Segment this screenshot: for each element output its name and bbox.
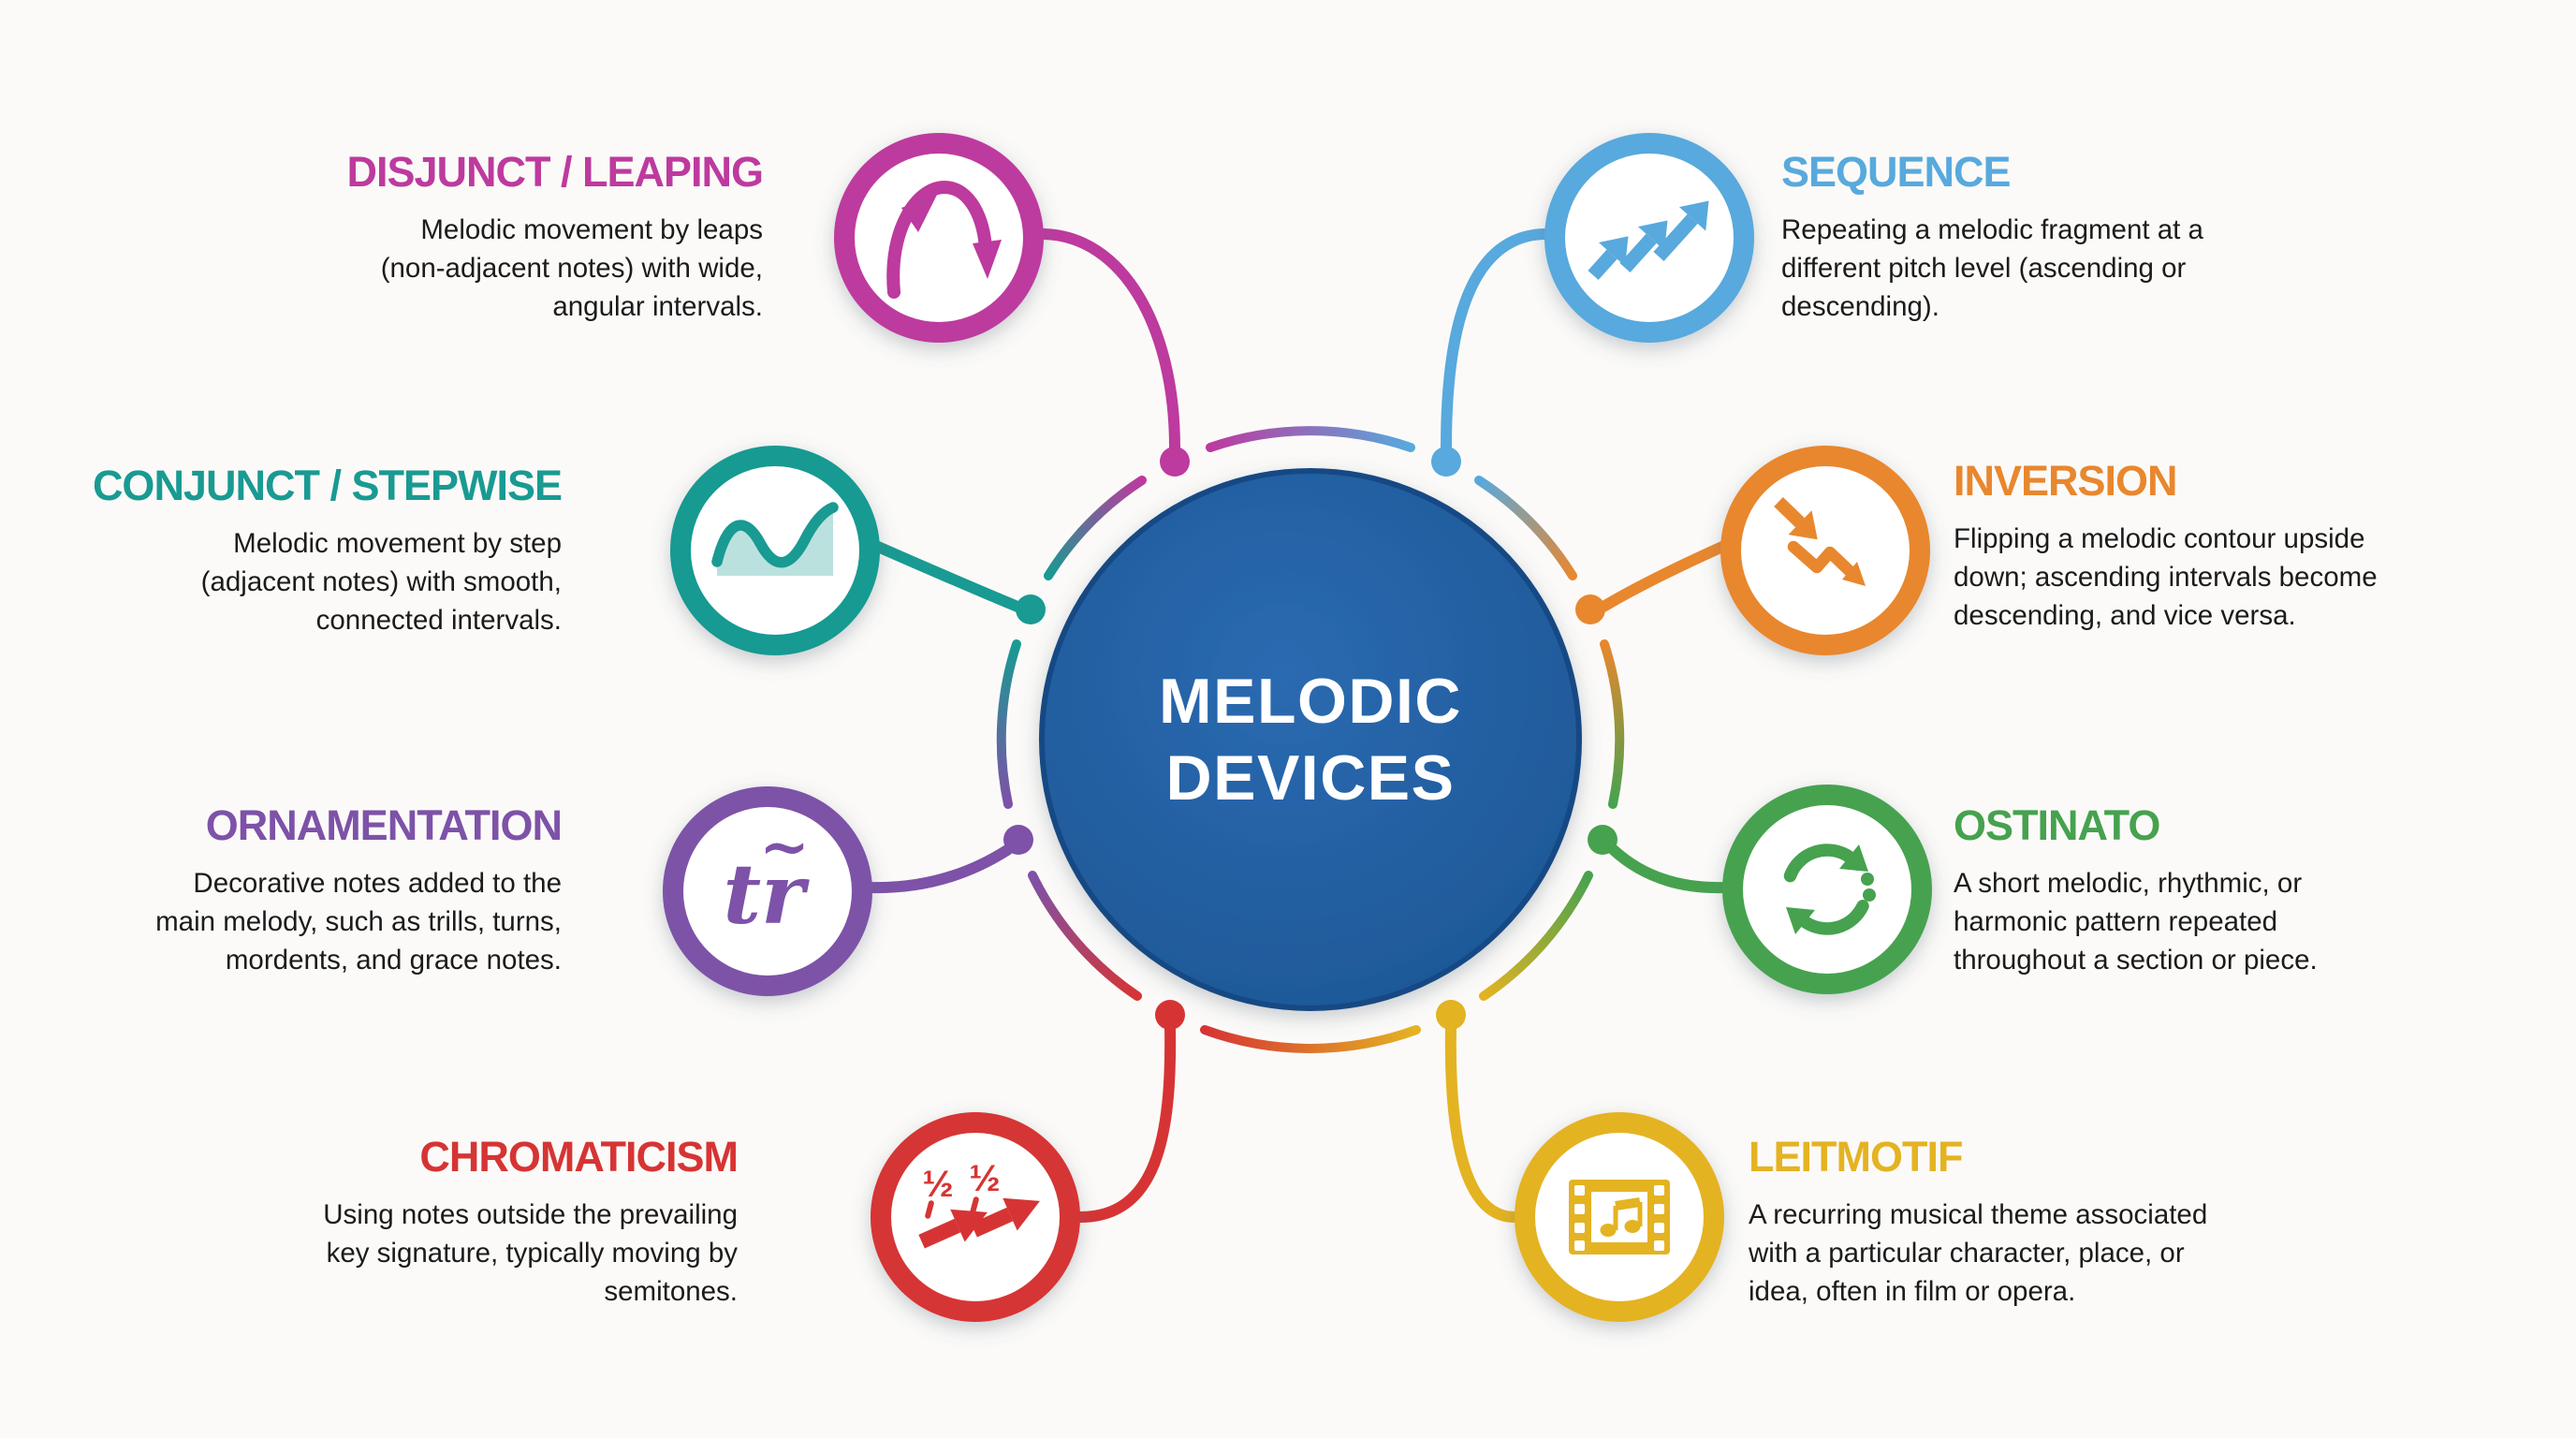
node-heading-leitmotif: LEITMOTIF bbox=[1749, 1133, 1963, 1181]
node-sequence: SEQUENCE Repeating a melodic fragment at… bbox=[1781, 150, 2380, 326]
node-heading-chromaticism: CHROMATICISM bbox=[419, 1133, 739, 1181]
dot-chromaticism bbox=[1155, 1000, 1185, 1030]
connector-leitmotif bbox=[1444, 1022, 1520, 1223]
dot-ostinato bbox=[1588, 825, 1617, 855]
connector-ostinato bbox=[1608, 844, 1730, 894]
dot-disjunct bbox=[1160, 447, 1190, 477]
node-ornamentation: ORNAMENTATION Decorative notes added to … bbox=[19, 801, 563, 979]
dot-ornamentation bbox=[1003, 825, 1033, 855]
center-title: MELODIC DEVICES bbox=[983, 663, 1638, 816]
node-inversion: INVERSION Flipping a melodic contour ups… bbox=[1954, 459, 2553, 635]
half-step-label: ½ bbox=[969, 1158, 1000, 1199]
eighth-notes-glyph bbox=[1600, 1197, 1643, 1237]
dot-inversion bbox=[1575, 594, 1605, 624]
node-heading-conjunct: CONJUNCT / STEPWISE bbox=[92, 462, 563, 509]
half-step-label: ½ bbox=[922, 1164, 953, 1205]
repeat-cycle-icon bbox=[1783, 844, 1876, 935]
node-description-leitmotif: A recurring musical theme associated wit… bbox=[1749, 1199, 2208, 1308]
node-description-inversion: Flipping a melodic contour upside down; … bbox=[1954, 523, 2378, 632]
connector-disjunct bbox=[1038, 228, 1180, 453]
center-title-line1: MELODIC bbox=[1158, 666, 1463, 737]
ring-dots bbox=[1003, 447, 1617, 1030]
connector-conjunct bbox=[872, 541, 1023, 612]
connector-sequence bbox=[1441, 228, 1550, 453]
center-title-line2: DEVICES bbox=[1165, 742, 1456, 814]
node-heading-ostinato: OSTINATO bbox=[1954, 801, 2160, 849]
center-ring-arcs bbox=[996, 426, 1625, 1053]
node-description-chromaticism: Using notes outside the prevailing key s… bbox=[323, 1199, 738, 1308]
node-heading-inversion: INVERSION bbox=[1954, 457, 2178, 505]
node-conjunct: CONJUNCT / STEPWISE Melodic movement by … bbox=[37, 462, 563, 639]
connector-lines bbox=[865, 228, 1730, 1223]
dot-conjunct bbox=[1016, 594, 1046, 624]
descending-zigzag-arrow-icon bbox=[1774, 496, 1866, 586]
center-circle bbox=[1039, 468, 1582, 1011]
filmstrip-music-note-icon bbox=[1569, 1180, 1670, 1255]
disjunct-circle bbox=[834, 133, 1044, 343]
connector-chromaticism bbox=[1075, 1022, 1177, 1223]
trill-symbol-icon: tr ~ bbox=[723, 812, 810, 943]
node-chromaticism: CHROMATICISM Using notes outside the pre… bbox=[195, 1133, 739, 1311]
smooth-wave-icon bbox=[711, 502, 839, 576]
node-heading-disjunct: DISJUNCT / LEAPING bbox=[346, 148, 764, 196]
conjunct-circle bbox=[670, 446, 880, 655]
ornamentation-circle bbox=[663, 786, 872, 996]
dot-sequence bbox=[1431, 447, 1461, 477]
node-ostinato: OSTINATO A short melodic, rhythmic, or h… bbox=[1954, 803, 2534, 979]
connector-ornamentation bbox=[865, 844, 1013, 894]
node-description-conjunct: Melodic movement by step (adjacent notes… bbox=[200, 528, 562, 637]
dot-leitmotif bbox=[1436, 1000, 1466, 1030]
ostinato-circle bbox=[1722, 785, 1932, 994]
node-disjunct: DISJUNCT / LEAPING Melodic movement by l… bbox=[164, 148, 764, 326]
connector-inversion bbox=[1598, 541, 1728, 612]
node-description-ostinato: A short melodic, rhythmic, or harmonic p… bbox=[1954, 868, 2318, 976]
node-description-sequence: Repeating a melodic fragment at a differ… bbox=[1781, 214, 2203, 323]
node-leitmotif: LEITMOTIF A recurring musical theme asso… bbox=[1749, 1135, 2366, 1311]
leap-arch-arrow-icon bbox=[886, 180, 1002, 299]
ascending-step-arrows-icon bbox=[1588, 200, 1709, 281]
node-description-ornamentation: Decorative notes added to the main melod… bbox=[155, 868, 562, 976]
semitone-step-arrows-icon: ½ ½ bbox=[918, 1158, 1040, 1249]
trill-tr-text: tr bbox=[723, 845, 810, 943]
trill-tilde-text: ~ bbox=[759, 812, 810, 882]
node-heading-ornamentation: ORNAMENTATION bbox=[205, 801, 563, 849]
node-description-disjunct: Melodic movement by leaps (non-adjacent … bbox=[380, 214, 763, 323]
node-heading-sequence: SEQUENCE bbox=[1781, 148, 2012, 196]
